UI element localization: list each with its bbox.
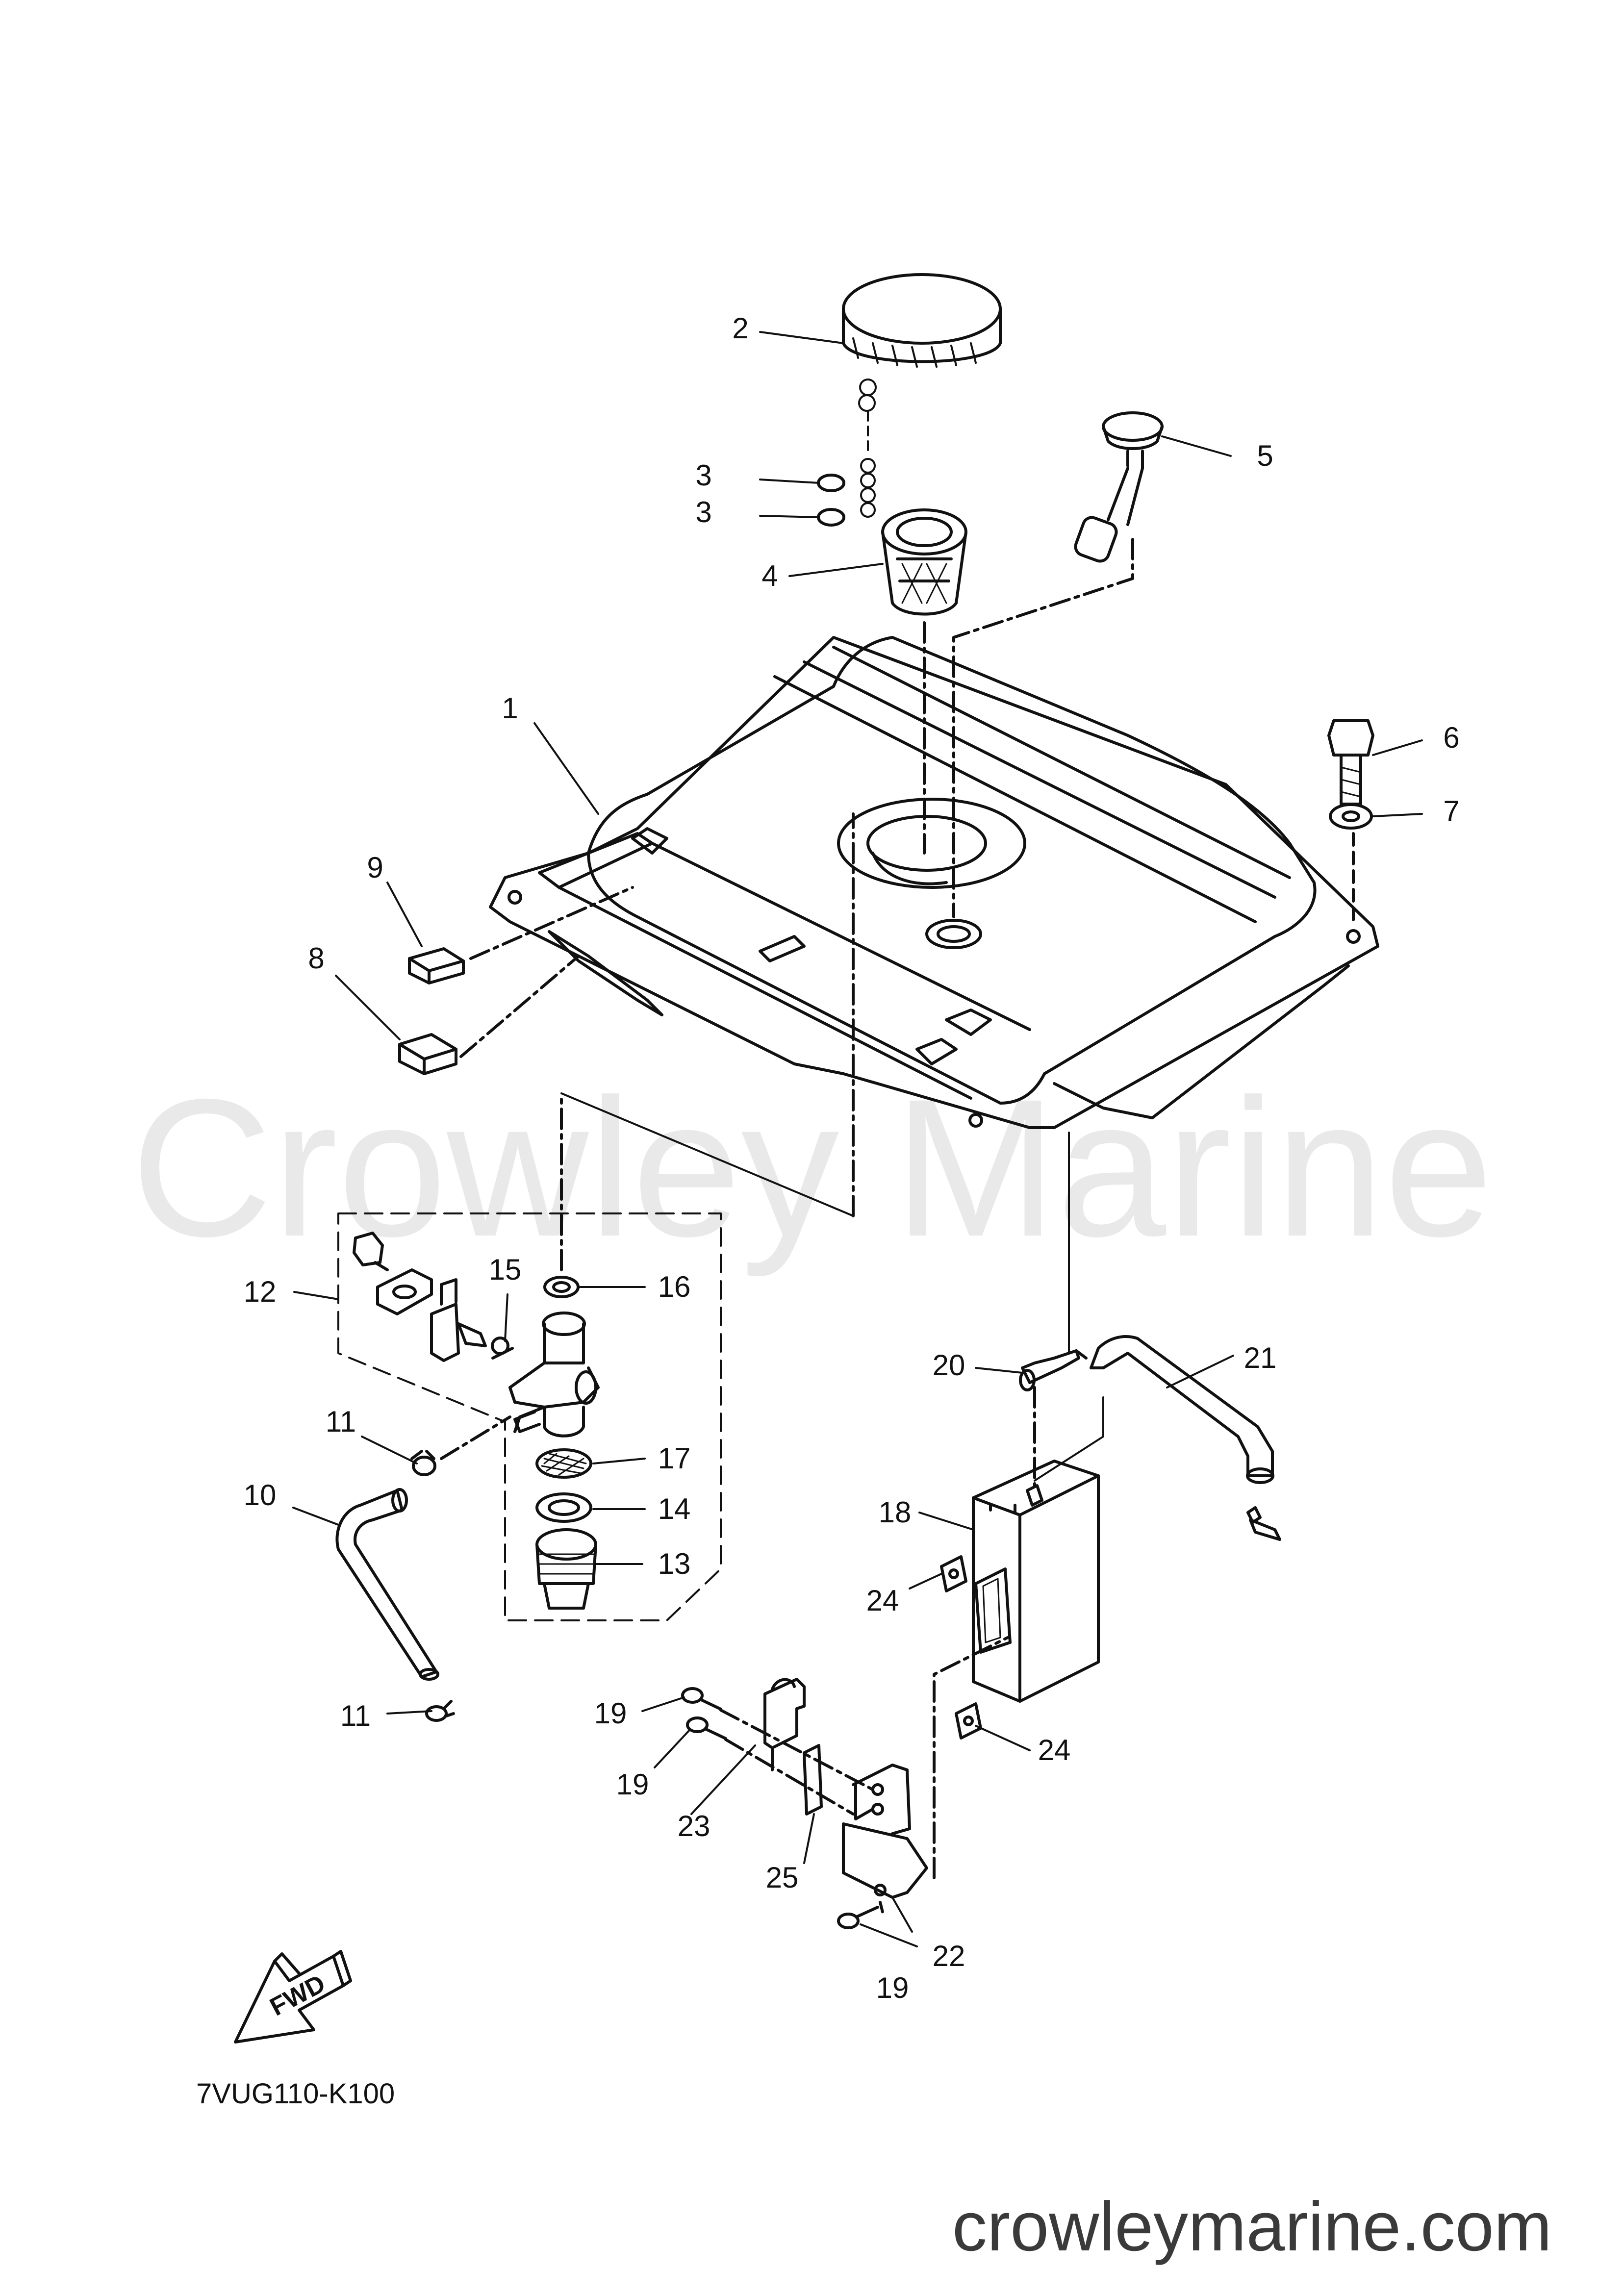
leader-lines <box>292 331 1423 1947</box>
tank-pad-8 <box>398 1033 457 1075</box>
vent-hose-21 <box>1090 1335 1274 1484</box>
callout-24-upper: 24 <box>866 1584 899 1617</box>
callout-22: 22 <box>933 1940 965 1972</box>
callout-16: 16 <box>658 1270 691 1303</box>
fuel-gauge <box>1074 411 1164 563</box>
o-ring-14 <box>535 1492 592 1523</box>
screw-19-a <box>681 1687 722 1711</box>
callout-5: 5 <box>1257 439 1273 472</box>
spacer-25 <box>803 1744 823 1816</box>
callout-19-a: 19 <box>594 1697 627 1730</box>
fuel-cock <box>353 1232 600 1438</box>
callout-18: 18 <box>879 1496 912 1529</box>
callout-24-lower: 24 <box>1038 1734 1071 1766</box>
screen-17 <box>535 1448 592 1479</box>
callout-13: 13 <box>658 1547 691 1580</box>
mount-bolt <box>1327 719 1374 806</box>
callout-25: 25 <box>766 1861 799 1894</box>
callout-3-lower: 3 <box>695 496 711 529</box>
callout-19-b: 19 <box>616 1768 649 1801</box>
callout-10: 10 <box>244 1479 277 1512</box>
diagram-code: 7VUG110-K100 <box>196 2078 395 2110</box>
hose-clip-upper <box>410 1450 436 1476</box>
clip-24-upper <box>940 1555 967 1592</box>
callout-11-upper: 11 <box>326 1405 356 1438</box>
fuel-hose-10 <box>335 1488 439 1681</box>
fwd-arrow <box>234 1950 352 2044</box>
screw-19-c <box>837 1906 879 1929</box>
callout-3-upper: 3 <box>695 459 711 492</box>
bracket-23 <box>763 1678 806 1771</box>
callout-15: 15 <box>489 1253 522 1286</box>
callout-17: 17 <box>658 1442 691 1475</box>
fuel-strainer <box>881 508 967 616</box>
chain-washer-upper <box>817 474 845 492</box>
site-url: crowleymarine.com <box>952 2188 1552 2266</box>
callout-21: 21 <box>1244 1341 1277 1374</box>
fuel-cup-13 <box>535 1528 597 1610</box>
fuel-cap <box>842 273 1002 368</box>
callout-8: 8 <box>308 942 324 975</box>
screw-19-b <box>686 1716 727 1740</box>
callout-1: 1 <box>502 692 518 725</box>
tee-joint <box>1246 1506 1281 1541</box>
seal-16 <box>543 1276 580 1298</box>
elbow-hose-20 <box>1019 1349 1088 1391</box>
mount-washer <box>1329 803 1373 830</box>
callout-4: 4 <box>761 559 778 592</box>
fuel-tank <box>489 636 1379 1129</box>
callout-7: 7 <box>1443 795 1459 828</box>
callout-labels: 2 3 3 4 5 1 6 7 9 8 12 15 16 11 17 10 14… <box>244 312 1460 2004</box>
tank-pad-9 <box>408 947 465 984</box>
bracket-22 <box>842 1764 928 1899</box>
chain-washer-lower <box>817 508 845 527</box>
callout-9: 9 <box>367 851 383 884</box>
callout-23: 23 <box>678 1810 710 1842</box>
hose-clip-lower <box>425 1700 455 1722</box>
cap-chain <box>858 378 877 518</box>
callout-2: 2 <box>732 312 748 345</box>
watermark-text: Crowley Marine <box>131 1058 1494 1279</box>
callout-19-c: 19 <box>876 1971 909 2004</box>
callout-20: 20 <box>933 1349 965 1382</box>
callout-11-lower: 11 <box>340 1699 371 1732</box>
charcoal-canister <box>972 1460 1100 1703</box>
callout-6: 6 <box>1443 721 1459 754</box>
callout-14: 14 <box>658 1492 691 1525</box>
callout-12: 12 <box>244 1275 277 1308</box>
clip-24-lower <box>955 1702 982 1740</box>
